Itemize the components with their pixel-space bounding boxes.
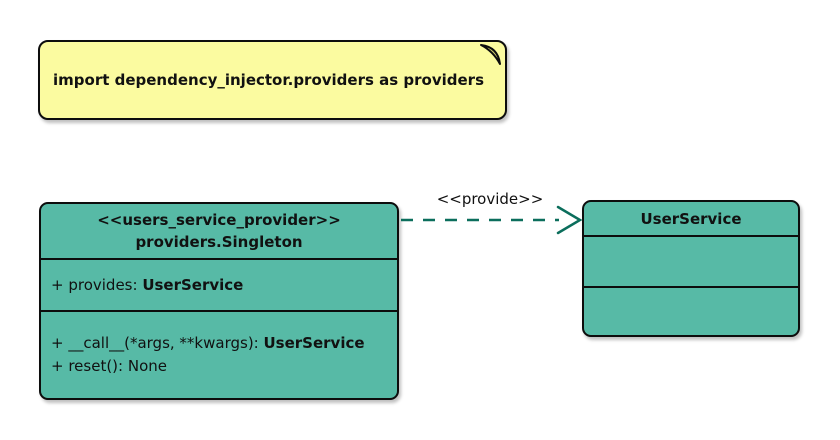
provider-class-box: <<users_service_provider>> providers.Sin…	[39, 202, 399, 400]
user-service-class-header: UserService	[584, 202, 798, 235]
attribute-type: UserService	[142, 276, 244, 294]
note-folded-corner-icon	[480, 44, 501, 65]
attribute-line: + provides: UserService	[51, 276, 243, 294]
provider-methods-compartment: + __call__(*args, **kwargs): UserService…	[41, 310, 397, 398]
attribute-text: + provides:	[51, 276, 143, 294]
provider-class-stereotype: <<users_service_provider>>	[97, 211, 341, 229]
provider-attributes-compartment: + provides: UserService	[41, 258, 397, 310]
user-service-class-box: UserService	[582, 200, 800, 337]
method-text: + __call__(*args, **kwargs):	[51, 334, 264, 352]
user-service-methods-compartment	[584, 286, 798, 335]
method-type: UserService	[263, 334, 365, 352]
method-line: + reset(): None	[51, 355, 397, 378]
dependency-arrowhead-icon	[556, 205, 583, 235]
import-note-text: import dependency_injector.providers as …	[53, 71, 485, 89]
user-service-class-name: UserService	[640, 209, 742, 228]
provider-class-name: providers.Singleton	[135, 233, 303, 251]
dependency-label: <<provide>>	[436, 190, 544, 208]
method-line: + __call__(*args, **kwargs): UserService	[51, 332, 397, 355]
user-service-attributes-compartment	[584, 235, 798, 286]
method-text: + reset(): None	[51, 357, 167, 375]
provider-class-header: <<users_service_provider>> providers.Sin…	[41, 204, 397, 258]
import-note: import dependency_injector.providers as …	[38, 40, 507, 120]
